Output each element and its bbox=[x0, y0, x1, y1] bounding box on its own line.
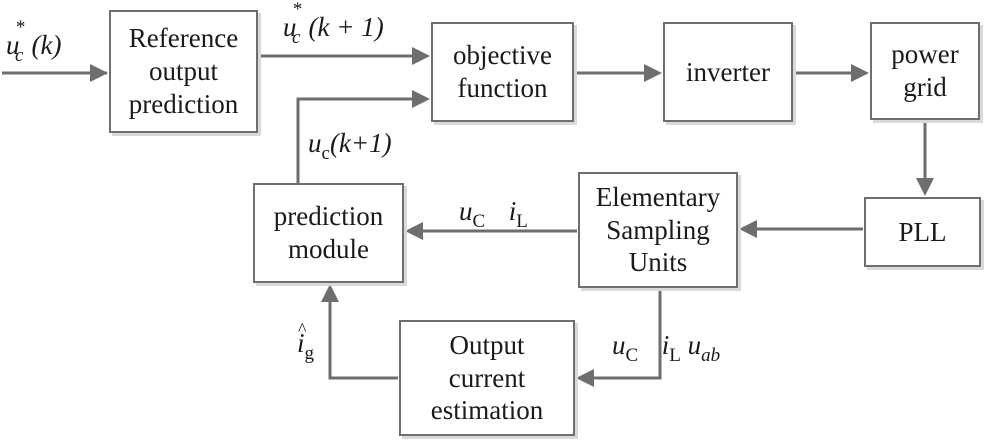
signal-superscript: * bbox=[15, 17, 25, 38]
block-label-line: power bbox=[891, 39, 959, 70]
estimation-to-prediction-line bbox=[328, 302, 398, 380]
block-label-line: module bbox=[288, 234, 369, 264]
block-label-line: function bbox=[457, 73, 548, 103]
signal-variable: i bbox=[297, 328, 305, 358]
reference-output-signal-label: u * c (k + 1) bbox=[283, 0, 384, 47]
sampling-to-estimation-line bbox=[594, 288, 662, 380]
estimated-current-label: i ^ g bbox=[297, 320, 315, 364]
signal-variable: i bbox=[661, 330, 670, 360]
inverter-block: inverter bbox=[663, 22, 793, 122]
signal-variable: u bbox=[6, 30, 20, 60]
block-label-line: Units bbox=[628, 247, 688, 278]
objective-function-block: objective function bbox=[431, 22, 574, 122]
prediction-to-objective-line bbox=[296, 97, 412, 183]
signal-argument: (k) bbox=[31, 30, 62, 60]
block-label-line: Output bbox=[449, 329, 525, 360]
signal-variable: i bbox=[508, 196, 517, 226]
prediction-to-objective-head bbox=[412, 90, 430, 108]
sampled-signals-label: uC iL bbox=[459, 196, 528, 232]
input-arrow-head bbox=[90, 64, 108, 82]
grid-to-pll-head bbox=[916, 178, 934, 196]
block-label-line: estimation bbox=[430, 395, 544, 426]
elementary-sampling-units-block: Elementary Sampling Units bbox=[578, 172, 738, 288]
block-label-line: grid bbox=[903, 72, 947, 102]
block-label-line: output bbox=[148, 56, 218, 87]
output-current-estimation-block: Output current estimation bbox=[399, 320, 575, 436]
signal-subscript: g bbox=[304, 343, 315, 364]
block-label-line: prediction bbox=[128, 88, 239, 119]
signal-variable: u bbox=[687, 330, 702, 360]
block-label-line: objective bbox=[453, 40, 552, 71]
predicted-output-signal-label: uc(k+1) bbox=[308, 128, 392, 164]
reference-to-objective-head bbox=[412, 47, 430, 65]
pll-block: PLL bbox=[864, 197, 981, 267]
signal-accent: ^ bbox=[298, 319, 307, 339]
reference-output-prediction-block: Reference output prediction bbox=[109, 10, 258, 133]
signal-variable: u bbox=[612, 330, 626, 360]
block-label-line: Reference bbox=[128, 23, 239, 54]
input-signal-label: u * c (k) bbox=[6, 18, 62, 65]
signal-subscript: C bbox=[625, 345, 639, 366]
signal-subscript: c bbox=[321, 143, 330, 164]
block-label-line: Elementary bbox=[595, 181, 721, 212]
block-label-line: inverter bbox=[686, 56, 770, 87]
sampled-signals-to-estimation-label: uC iL uab bbox=[612, 330, 721, 366]
objective-to-inverter-head bbox=[644, 64, 662, 82]
block-label-line: current bbox=[448, 362, 526, 393]
block-label-line: PLL bbox=[898, 216, 947, 247]
signal-subscript: c bbox=[15, 45, 24, 66]
pll-to-sampling-head bbox=[739, 220, 757, 238]
signal-argument: (k+1) bbox=[329, 128, 392, 158]
estimation-to-prediction-head bbox=[321, 284, 339, 302]
signal-variable: u bbox=[308, 128, 322, 158]
signal-subscript: C bbox=[472, 211, 486, 232]
signal-variable: u bbox=[283, 12, 297, 42]
sampling-to-prediction-head bbox=[405, 222, 423, 240]
signal-superscript: * bbox=[292, 0, 302, 20]
signal-subscript: L bbox=[669, 345, 681, 366]
prediction-module-block: prediction module bbox=[253, 183, 404, 283]
signal-subscript: L bbox=[516, 211, 528, 232]
signal-subscript: ab bbox=[701, 345, 721, 366]
signal-subscript: c bbox=[292, 27, 301, 48]
signal-variable: u bbox=[459, 196, 473, 226]
sampling-to-estimation-head bbox=[576, 369, 594, 387]
signal-argument: (k + 1) bbox=[308, 12, 384, 42]
block-label-line: Sampling bbox=[606, 214, 710, 245]
power-grid-block: power grid bbox=[870, 22, 980, 120]
inverter-to-grid-head bbox=[851, 64, 869, 82]
block-label-line: prediction bbox=[273, 201, 384, 232]
